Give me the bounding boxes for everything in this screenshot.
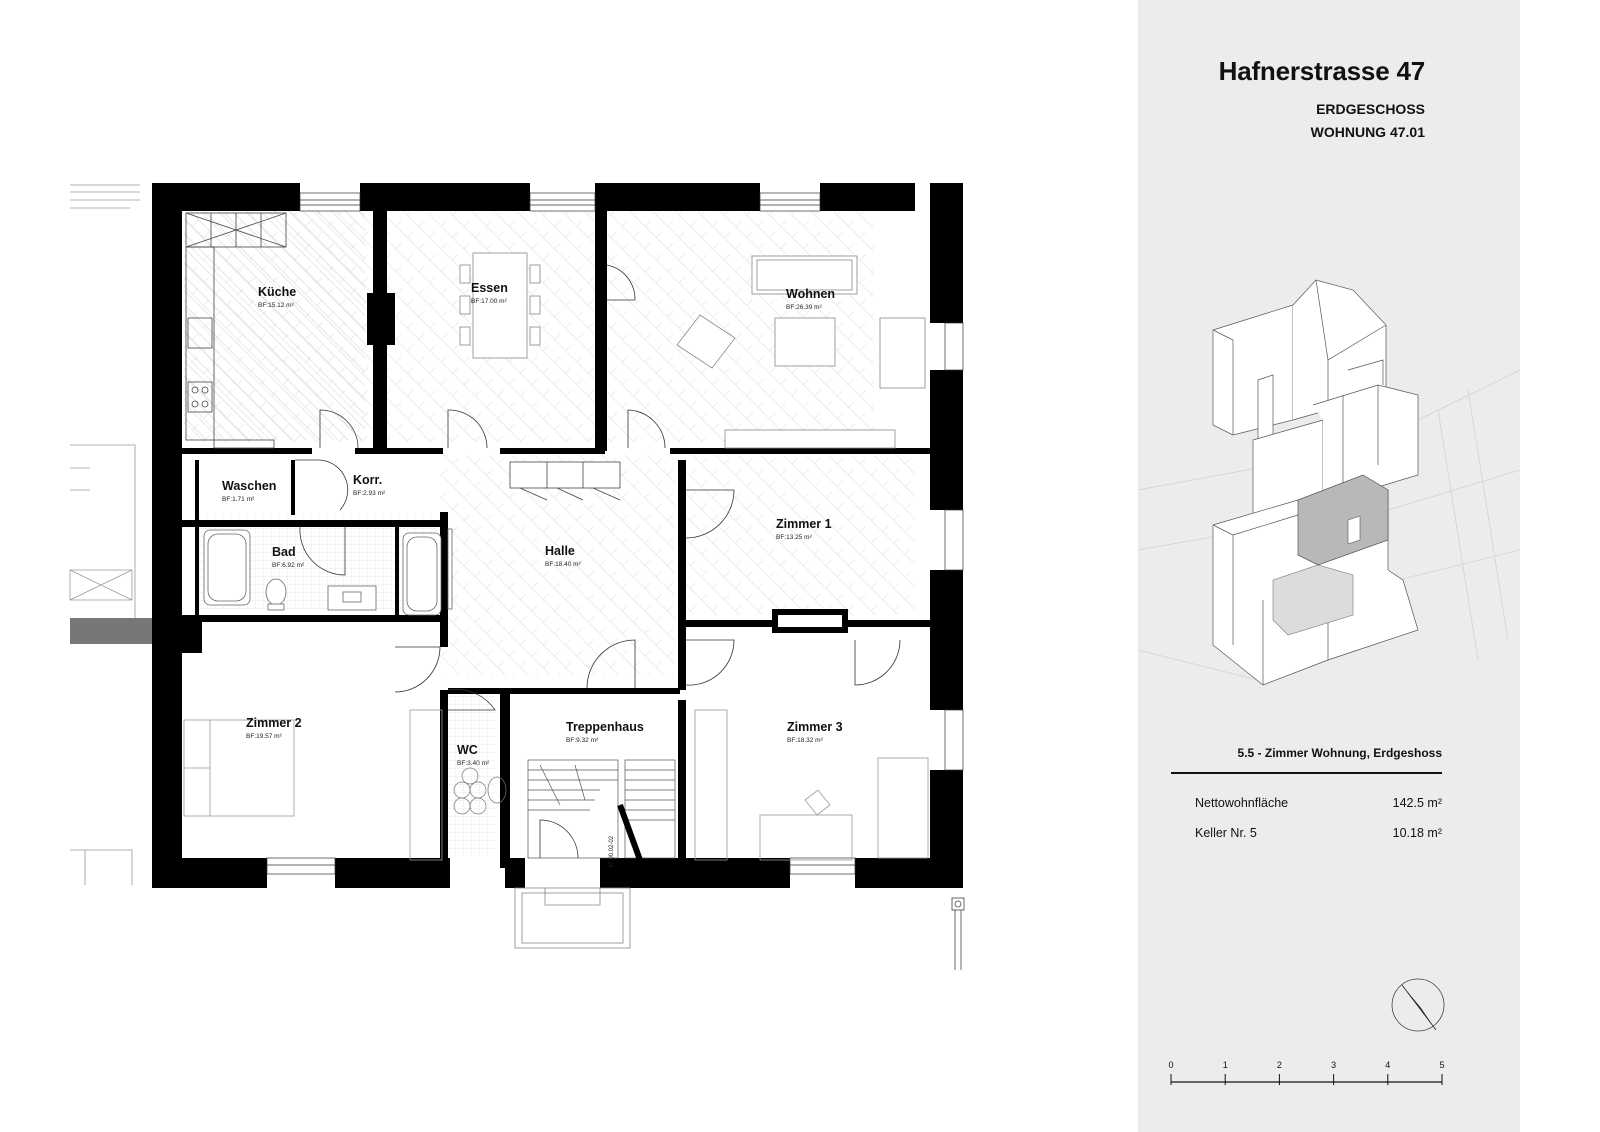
- room-label-bad: Bad: [272, 545, 296, 559]
- isometric-site-view: [1138, 279, 1520, 686]
- downpipe: [951, 897, 965, 970]
- scale-label: 3: [1331, 1060, 1336, 1070]
- room-label-zimmer-2: Zimmer 2: [246, 716, 302, 730]
- cellar-value: 10.18 m²: [1392, 826, 1442, 840]
- stair-stamp: 47.00.02-02: [609, 835, 615, 868]
- room-area-wohnen: BF:26.39 m²: [786, 304, 823, 311]
- kitchen-counter: [185, 212, 287, 449]
- windows: [266, 192, 964, 875]
- exterior-walls: [152, 183, 963, 888]
- scale-label: 0: [1168, 1060, 1173, 1070]
- summary-divider: [1171, 772, 1442, 774]
- cellar-label: Keller Nr. 5: [1195, 826, 1257, 840]
- room-label-essen: Essen: [471, 281, 508, 295]
- scale-label: 4: [1385, 1060, 1390, 1070]
- doors: [295, 264, 901, 859]
- net-area-label: Nettowohnfläche: [1195, 796, 1289, 810]
- scale-label: 1: [1223, 1060, 1228, 1070]
- room-label-wc: WC: [457, 743, 478, 757]
- room-label-zimmer-1: Zimmer 1: [776, 517, 832, 531]
- bedroom-furniture: [183, 709, 929, 861]
- room-area-korr: BF:2.93 m²: [353, 490, 386, 497]
- apartment-label: WOHNUNG 47.01: [1310, 124, 1425, 140]
- address-title: Hafnerstrasse 47: [1218, 56, 1426, 86]
- floor-plan: Küche BF:15.12 m² Essen BF:17.00 m² Wohn…: [69, 183, 965, 970]
- room-area-wc: BF:3.40 m²: [457, 760, 490, 767]
- room-label-treppenhaus: Treppenhaus: [566, 720, 644, 734]
- floor-label: ERDGESCHOSS: [1316, 101, 1425, 117]
- room-area-treppenhaus: BF:9.32 m²: [566, 737, 599, 744]
- room-label-wohnen: Wohnen: [786, 287, 835, 301]
- net-area-value: 142.5 m²: [1392, 796, 1442, 810]
- info-panel: Hafnerstrasse 47 ERDGESCHOSS WOHNUNG 47.…: [1138, 0, 1520, 1132]
- room-labels: Küche BF:15.12 m² Essen BF:17.00 m² Wohn…: [222, 281, 843, 868]
- wc-fixtures: [453, 767, 507, 815]
- apartment-summary-heading: 5.5 - Zimmer Wohnung, Erdgeshoss: [1237, 746, 1442, 760]
- room-label-kueche: Küche: [258, 285, 296, 299]
- room-area-zimmer-2: BF:19.57 m²: [246, 733, 283, 740]
- room-area-kueche: BF:15.12 m²: [258, 302, 295, 309]
- entrance-canopy: [514, 887, 631, 949]
- room-area-bad: BF:6.92 m²: [272, 562, 305, 569]
- scale-label: 2: [1277, 1060, 1282, 1070]
- room-area-essen: BF:17.00 m²: [471, 298, 508, 305]
- neighbour-outline: [69, 184, 140, 885]
- room-label-zimmer-3: Zimmer 3: [787, 720, 843, 734]
- bathroom-fixtures: [203, 528, 453, 616]
- room-area-halle: BF:18.40 m²: [545, 561, 582, 568]
- neighbour-wall: [70, 618, 152, 644]
- halle-cabinets: [509, 461, 621, 501]
- dining-table: [459, 252, 541, 359]
- courtyard: [1272, 564, 1354, 636]
- living-furniture: [676, 255, 926, 449]
- room-area-waschen: BF:1.71 m²: [222, 496, 255, 503]
- scale-label: 5: [1439, 1060, 1444, 1070]
- room-area-zimmer-1: BF:13.25 m²: [776, 534, 813, 541]
- room-label-korr: Korr.: [353, 473, 382, 487]
- interior-walls: [182, 211, 930, 868]
- staircase: [527, 759, 676, 862]
- floor-plan-drawing: Küche BF:15.12 m² Essen BF:17.00 m² Wohn…: [69, 183, 965, 970]
- room-label-halle: Halle: [545, 544, 575, 558]
- room-area-zimmer-3: BF:18.32 m²: [787, 737, 824, 744]
- highlighted-apartment: [1297, 474, 1389, 566]
- room-label-waschen: Waschen: [222, 479, 276, 493]
